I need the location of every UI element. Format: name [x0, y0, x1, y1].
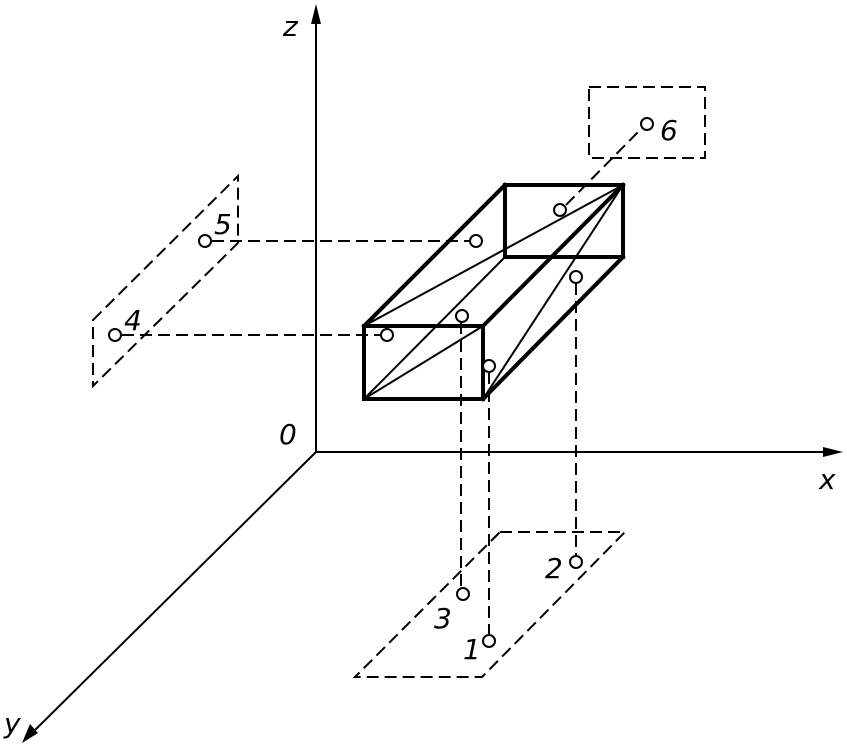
- point-label-1: 1: [463, 633, 481, 666]
- z-axis-label: z: [282, 10, 299, 43]
- prism-point-2: [569, 270, 583, 284]
- projection-line-6: [565, 129, 641, 206]
- point-label-6: 6: [660, 114, 678, 147]
- projected-point-3: [456, 587, 470, 601]
- prism-point-1: [482, 359, 496, 373]
- prism-point-6: [553, 203, 567, 217]
- prism-points: [380, 203, 583, 373]
- projected-point-1: [482, 634, 496, 648]
- projection-lines: [122, 129, 641, 634]
- side-projection-plane: [92, 173, 239, 389]
- projected-point-4: [108, 328, 122, 342]
- prism-point-4: [380, 328, 394, 342]
- prism-top-right-edge: [480, 182, 626, 329]
- coordinate-axes: z x y 0: [3, 4, 843, 743]
- prism-inner-bottom-edge: [363, 256, 506, 400]
- projected-points: 1 2 3 4 5 6: [108, 114, 678, 666]
- origin-label: 0: [279, 418, 297, 451]
- prism-top-diagonal: [363, 184, 624, 327]
- prism-point-5: [469, 234, 483, 248]
- y-axis: [29, 451, 317, 736]
- projected-point-2: [569, 555, 583, 569]
- x-axis-label: x: [818, 463, 836, 496]
- prism-back-face: [503, 183, 625, 259]
- prism-top-left-edge: [361, 182, 508, 329]
- end-projection-plane: [588, 86, 706, 159]
- projected-point-5: [198, 234, 212, 248]
- prism-front-diagonal: [363, 325, 484, 400]
- y-axis-label: y: [3, 707, 21, 740]
- z-axis-arrowhead: [311, 4, 321, 24]
- projection-planes: [92, 86, 706, 678]
- x-axis-arrowhead: [823, 447, 843, 457]
- point-label-4: 4: [124, 304, 142, 337]
- y-axis-arrowhead: [22, 724, 38, 743]
- prism-bottom-right-edge: [480, 254, 626, 402]
- horizontal-projection-plane: [352, 531, 628, 678]
- point-label-5: 5: [214, 208, 232, 241]
- rectangular-prism: [361, 182, 626, 402]
- prism-right-diagonal: [482, 184, 624, 400]
- prism-point-3: [455, 309, 469, 323]
- projected-point-6: [640, 117, 654, 131]
- point-label-3: 3: [434, 602, 452, 635]
- point-label-2: 2: [545, 552, 563, 585]
